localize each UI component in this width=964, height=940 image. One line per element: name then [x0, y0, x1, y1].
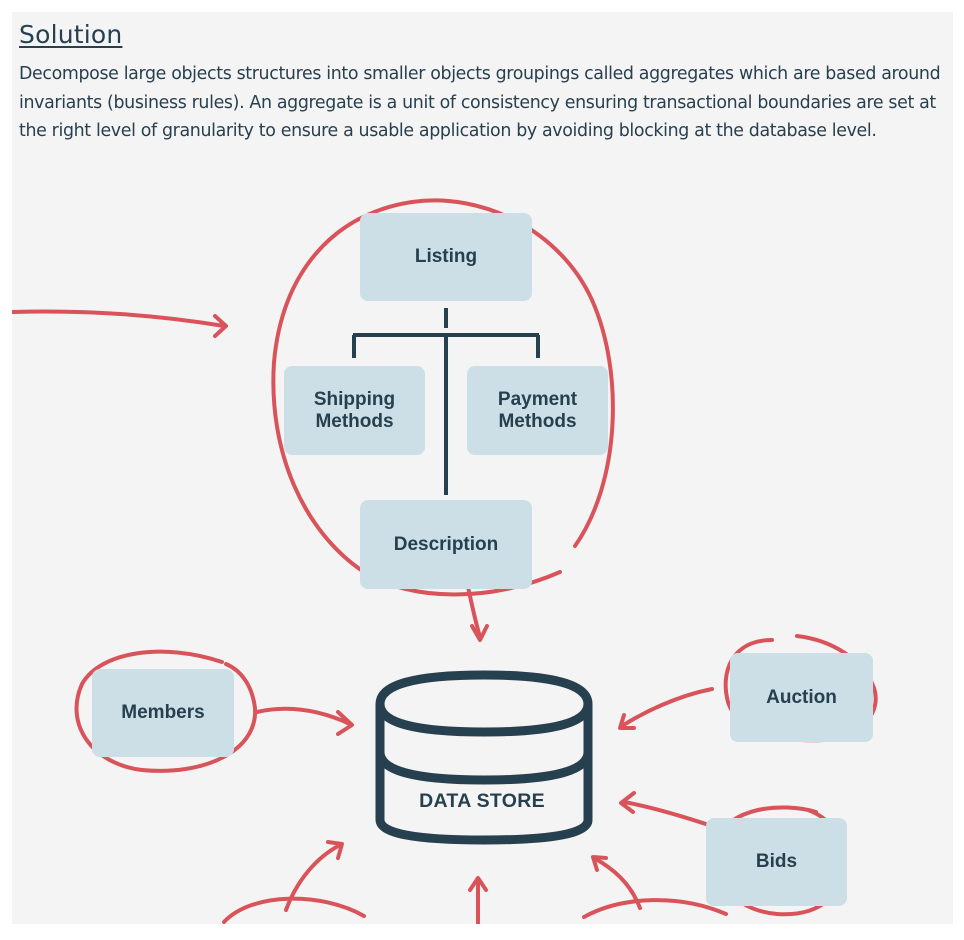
arrow-bids-to-store	[622, 800, 717, 829]
data-store-label: DATA STORE	[419, 790, 545, 812]
auction-box: Auction	[730, 653, 873, 742]
aggregate-diagram	[12, 198, 878, 924]
slide-body-text: Decompose large objects structures into …	[19, 64, 941, 141]
payment-methods-box: Payment Methods	[467, 366, 608, 455]
members-box: Members	[92, 669, 234, 757]
description-box: Description	[360, 500, 532, 589]
arrow-into-aggregate	[12, 309, 226, 328]
slide-heading: Solution	[19, 20, 123, 49]
members-circle	[74, 649, 258, 773]
arrow-auction-to-store	[620, 687, 714, 728]
tree-connector	[352, 308, 540, 495]
listing-box: Listing	[360, 213, 532, 301]
bids-box: Bids	[706, 818, 847, 906]
arrow-members-to-store	[255, 706, 352, 726]
slide: Solution Decompose large objects structu…	[12, 12, 953, 924]
database-icon	[375, 670, 593, 845]
shipping-methods-box: Shipping Methods	[284, 366, 425, 455]
